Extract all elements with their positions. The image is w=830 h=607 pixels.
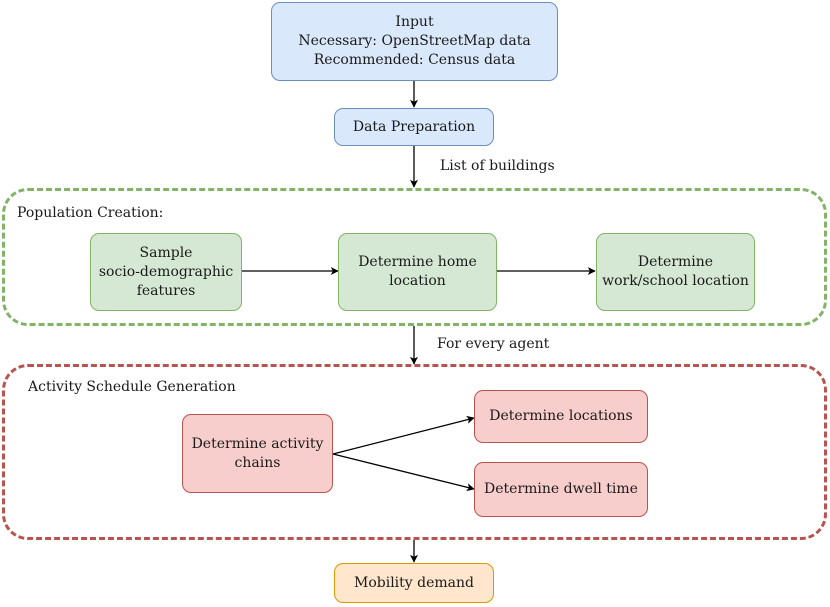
mobility-demand-node[interactable]: Mobility demand: [334, 563, 494, 603]
home-location-node[interactable]: Determine home location: [338, 233, 497, 311]
mobility-demand-label: Mobility demand: [354, 574, 474, 591]
determine-dwell-time-label: Determine dwell time: [484, 481, 638, 497]
input-recommended: Recommended: Census data: [313, 52, 516, 68]
population-creation-label: Population Creation:: [17, 205, 164, 221]
activity-chains-node[interactable]: Determine activity chains: [182, 414, 333, 493]
edge-chains-to-dwell: [332, 453, 475, 492]
determine-dwell-time-node[interactable]: Determine dwell time: [474, 462, 648, 517]
input-necessary: Necessary: OpenStreetMap data: [298, 33, 531, 49]
input-node[interactable]: Input Necessary: OpenStreetMap data Reco…: [271, 2, 558, 81]
input-title: Input: [395, 14, 434, 30]
home-location-line-2: location: [389, 273, 446, 289]
sample-features-line-1: Sample: [139, 244, 193, 261]
work-school-line-1: Determine: [637, 254, 714, 270]
sample-features-node[interactable]: Sample socio-demographic features: [90, 233, 242, 311]
data-preparation-label: Data Preparation: [352, 118, 476, 135]
work-school-location-node[interactable]: Determine work/school location: [596, 233, 755, 311]
edge-label-list-of-buildings: List of buildings: [440, 158, 555, 174]
activity-chains-line-2: chains: [234, 454, 281, 471]
determine-locations-label: Determine locations: [489, 408, 633, 424]
population-creation-group: [2, 188, 827, 326]
activity-chains-line-1: Determine activity: [191, 435, 324, 452]
activity-schedule-group: [2, 364, 827, 540]
work-school-line-2: work/school location: [602, 273, 749, 289]
home-location-line-1: Determine home: [358, 254, 477, 270]
determine-locations-node[interactable]: Determine locations: [474, 390, 648, 443]
edge-chains-to-locations: [332, 415, 475, 455]
data-preparation-node[interactable]: Data Preparation: [334, 108, 494, 146]
sample-features-line-3: features: [136, 282, 196, 299]
activity-schedule-label: Activity Schedule Generation: [28, 379, 236, 395]
sample-features-line-2: socio-demographic: [98, 263, 234, 280]
edge-label-for-every-agent: For every agent: [437, 336, 550, 352]
